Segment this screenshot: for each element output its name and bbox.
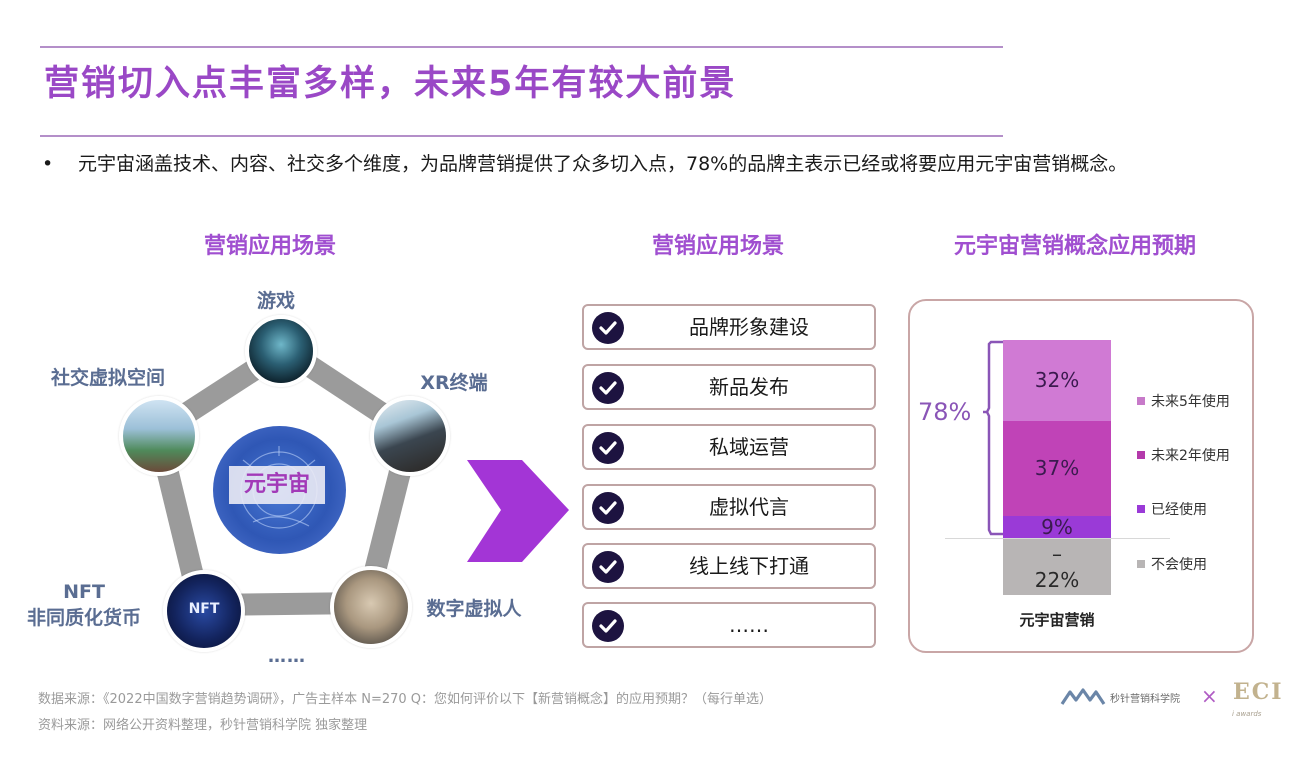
legend-item: 已经使用: [1137, 501, 1207, 519]
game-image: [245, 315, 317, 387]
material-source: 资料来源：网络公开资料整理，秒针营销科学院 独家整理: [38, 718, 368, 733]
segment-label: 37%: [1034, 456, 1080, 480]
legend-item: 未来2年使用: [1137, 447, 1230, 465]
right-arrow-icon: [467, 460, 569, 562]
segment-future-5y: 32%: [1003, 340, 1111, 421]
legend-label: 已经使用: [1151, 502, 1207, 518]
scenario-label: 新品发布: [709, 375, 789, 399]
data-source: 数据来源：《2022中国数字营销趋势调研》，广告主样本 N=270 Q：您如何评…: [38, 692, 773, 707]
title-divider: [40, 135, 1003, 137]
scenario-item: 线上线下打通: [582, 543, 876, 589]
scenario-item: ……: [582, 602, 876, 648]
collaboration-x: ×: [1201, 684, 1218, 708]
bracket-icon: [983, 340, 1003, 536]
legend-label: 不会使用: [1151, 557, 1207, 573]
scenario-item: 新品发布: [582, 364, 876, 410]
segment-label: 9%: [1041, 515, 1073, 539]
nft-label-line1: NFT: [63, 581, 105, 603]
scenario-label: 私域运营: [709, 435, 789, 459]
eci-logo-subtitle: i awards: [1232, 710, 1262, 718]
eci-logo: ECI: [1233, 679, 1284, 705]
node-label-xr: XR终端: [420, 372, 488, 394]
bullet-text: 元宇宙涵盖技术、内容、社交多个维度，为品牌营销提供了众多切入点，78%的品牌主表…: [78, 153, 1128, 175]
legend-label: 未来2年使用: [1151, 448, 1230, 464]
legend-swatch: [1137, 397, 1145, 405]
scenario-item: 私域运营: [582, 424, 876, 470]
segment-not-using: – 22%: [1003, 538, 1111, 595]
nft-label-line2: 非同质化货币: [26, 607, 141, 629]
legend-swatch: [1137, 560, 1145, 568]
chart-category-label: 元宇宙营销: [1019, 611, 1095, 629]
scenario-label: 品牌形象建设: [689, 315, 809, 339]
check-circle-icon: [592, 551, 624, 583]
scenario-item: 品牌形象建设: [582, 304, 876, 350]
segment-already-using: 9%: [1003, 516, 1111, 538]
node-label-social-space: 社交虚拟空间: [50, 367, 165, 389]
legend-item: 不会使用: [1137, 556, 1207, 574]
scenario-label: ……: [729, 613, 769, 637]
virtual-human-image: [330, 566, 412, 648]
nft-badge: NFT: [188, 601, 220, 617]
miaozhen-logo-icon: [1060, 688, 1106, 705]
check-circle-icon: [592, 312, 624, 344]
legend-swatch: [1137, 505, 1145, 513]
scenario-item: 虚拟代言: [582, 484, 876, 530]
segment-future-2y: 37%: [1003, 421, 1111, 516]
node-label-nft: NFT 非同质化货币: [14, 579, 154, 631]
check-circle-icon: [592, 492, 624, 524]
segment-label: 32%: [1034, 368, 1080, 392]
check-circle-icon: [592, 610, 624, 642]
vr-headset-image: [370, 396, 450, 476]
chart-baseline: [945, 538, 1170, 539]
bullet-dot: •: [42, 153, 54, 175]
metaverse-label: 元宇宙: [229, 466, 325, 504]
diagram-more: ……: [268, 646, 306, 667]
scenarios-title: 营销应用场景: [651, 234, 784, 259]
top-divider: [40, 46, 1003, 48]
legend-label: 未来5年使用: [1151, 394, 1230, 410]
social-space-image: [119, 396, 199, 476]
scenario-label: 虚拟代言: [709, 495, 789, 519]
check-circle-icon: [592, 432, 624, 464]
nft-image: NFT: [163, 570, 245, 652]
node-label-virtual-human: 数字虚拟人: [426, 598, 522, 620]
node-label-game: 游戏: [256, 290, 295, 312]
logo-text: 秒针营销科学院: [1110, 694, 1180, 705]
legend-swatch: [1137, 451, 1145, 459]
diagram-title: 营销应用场景: [203, 234, 336, 259]
segment-label: 22%: [1034, 568, 1080, 592]
check-circle-icon: [592, 372, 624, 404]
chart-title: 元宇宙营销概念应用预期: [953, 234, 1196, 259]
scenario-label: 线上线下打通: [689, 554, 809, 578]
page-title: 营销切入点丰富多样，未来5年有较大前景: [44, 64, 737, 104]
bracket-label: 78%: [918, 398, 972, 426]
legend-item: 未来5年使用: [1137, 393, 1230, 411]
segment-prefix: –: [1052, 542, 1062, 566]
